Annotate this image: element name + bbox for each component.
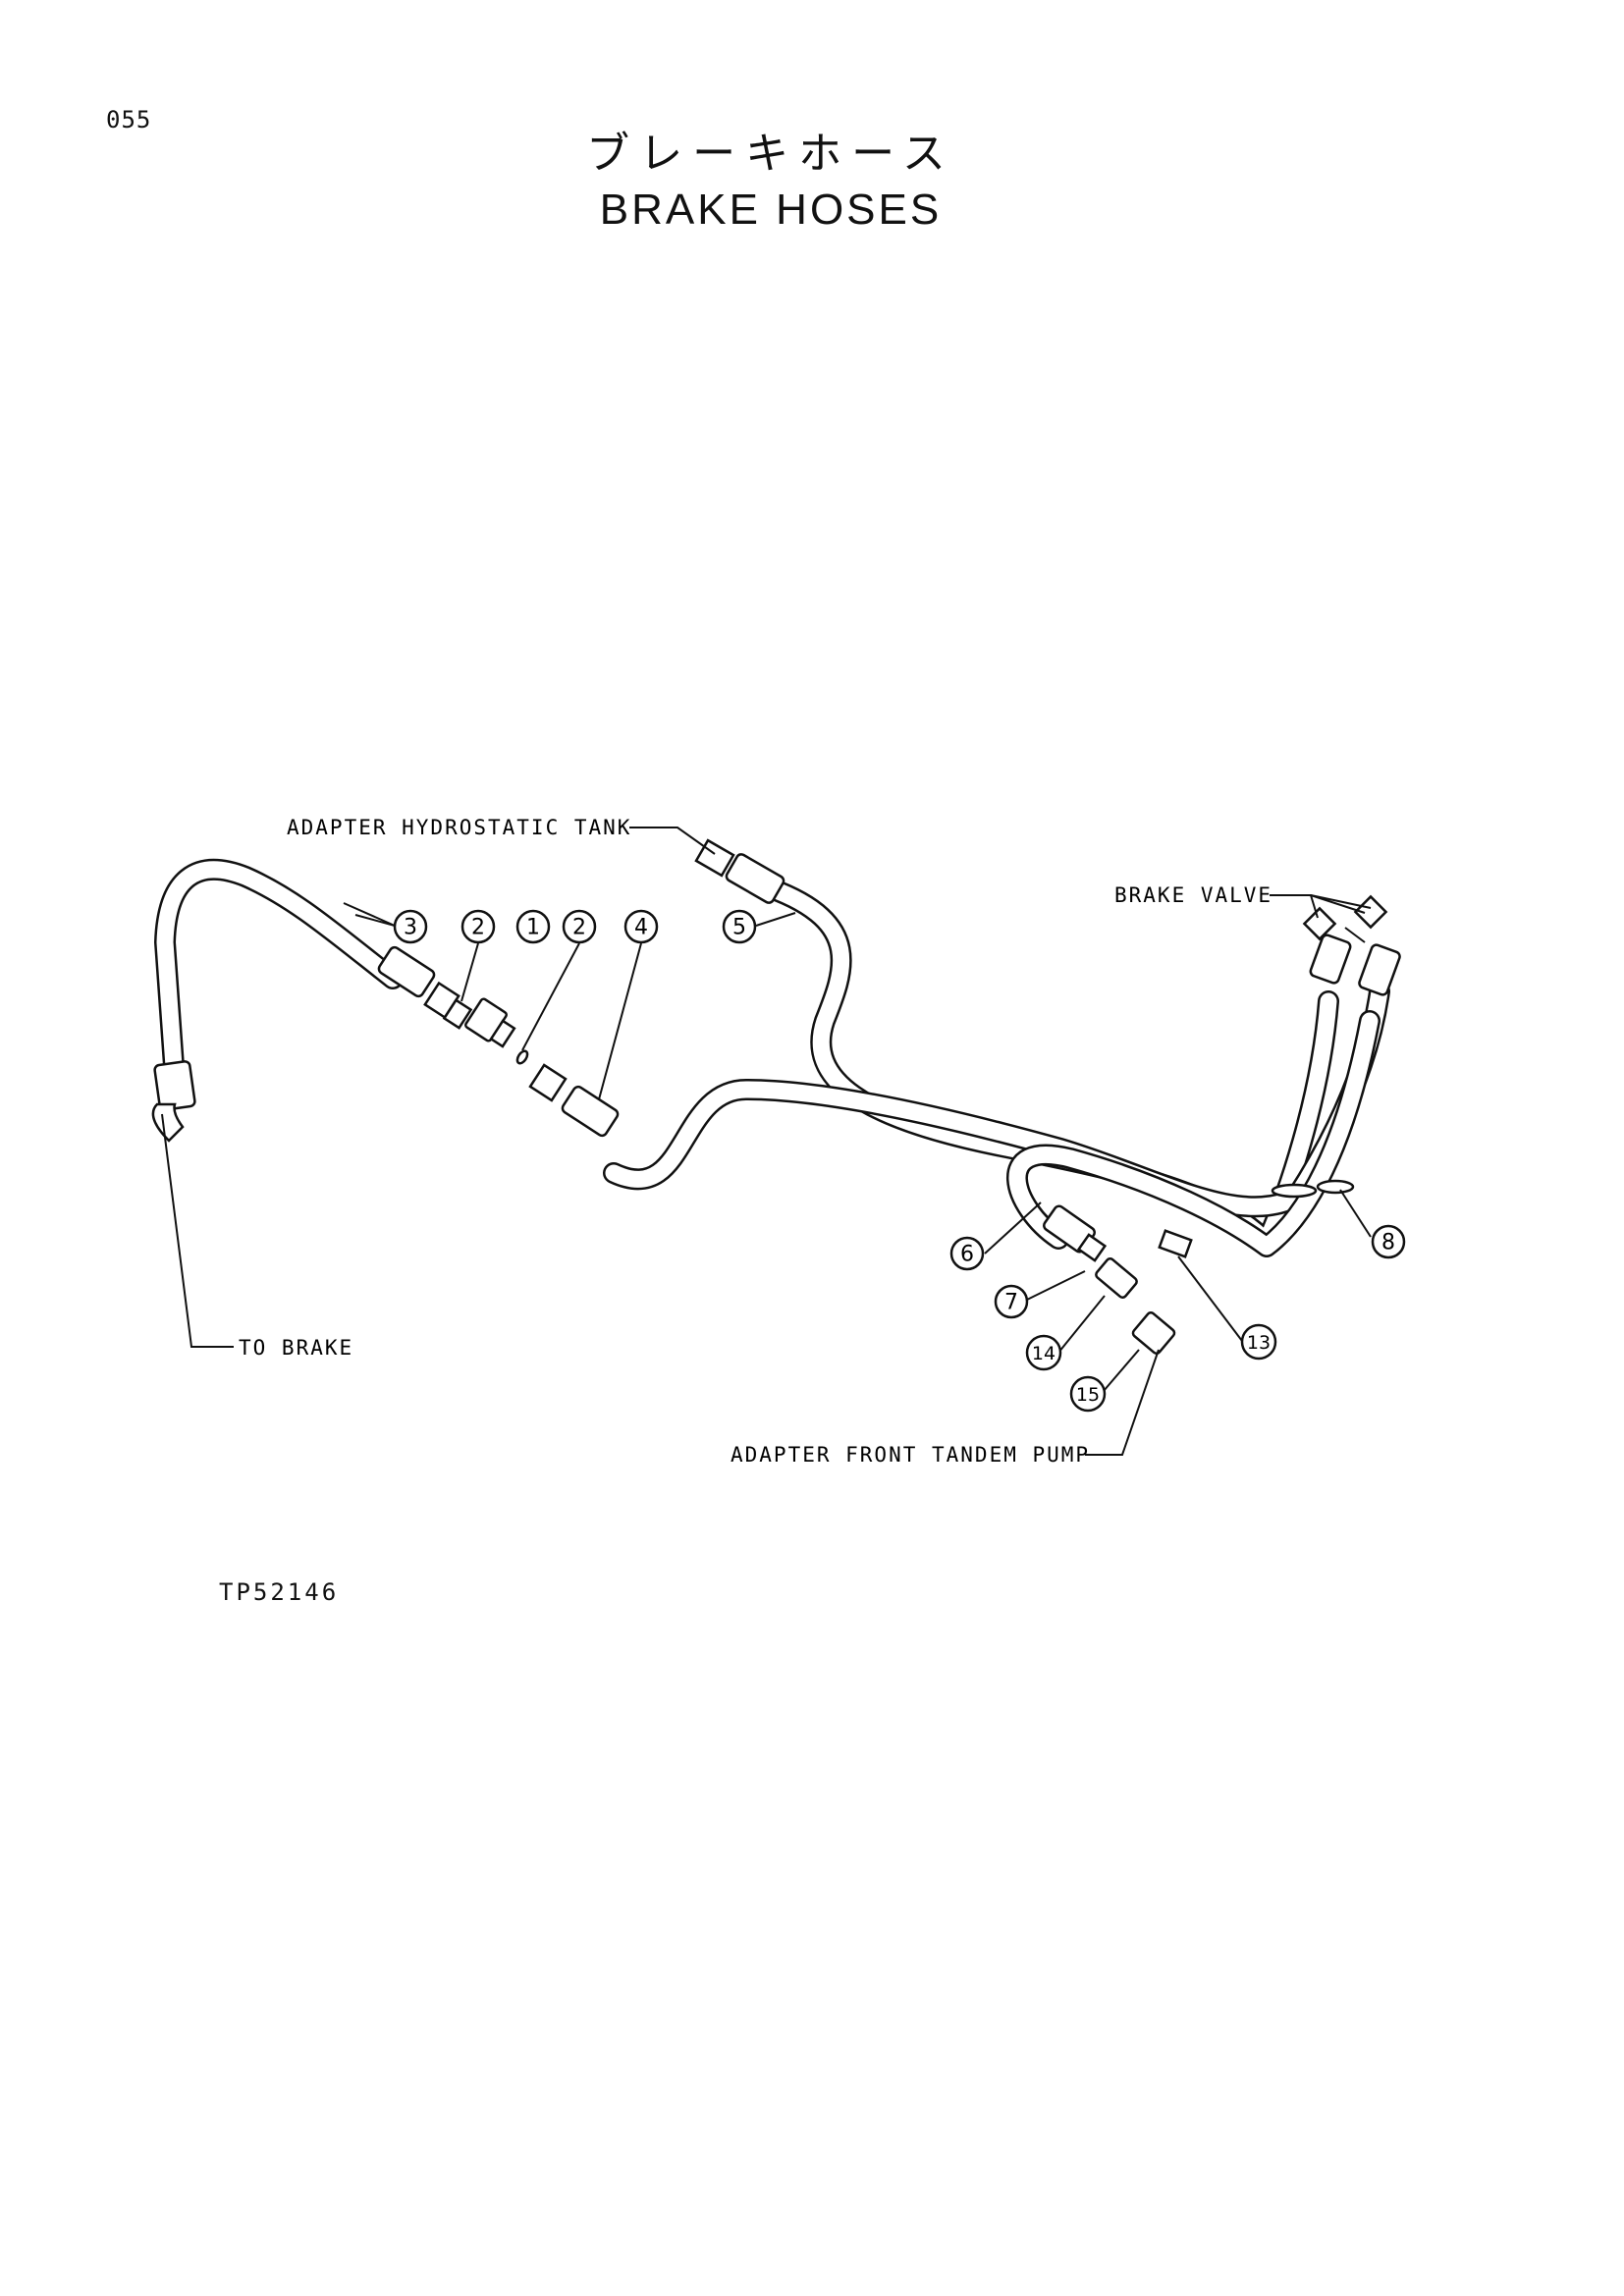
svg-text:3: 3 — [404, 916, 417, 940]
leader-lines — [161, 827, 1372, 1456]
o-ring-2-right — [515, 1049, 529, 1065]
title-japanese: ブレーキホース — [586, 129, 955, 179]
svg-text:1: 1 — [526, 916, 540, 940]
fitting-13 — [1158, 1229, 1193, 1258]
callout-14: 14 — [1025, 1334, 1062, 1371]
adapter-14 — [1095, 1256, 1138, 1300]
svg-text:8: 8 — [1381, 1231, 1395, 1255]
adapter-1 — [464, 997, 516, 1048]
callout-13: 13 — [1240, 1323, 1277, 1361]
callout-7: 7 — [994, 1284, 1029, 1319]
label-to-brake: TO BRAKE — [239, 1336, 353, 1360]
hose-5 — [760, 878, 1339, 1253]
callout-4: 4 — [623, 909, 659, 944]
svg-text:5: 5 — [732, 916, 746, 940]
callout-3: 3 — [393, 909, 428, 944]
adapter-15 — [1131, 1310, 1176, 1356]
callout-5: 5 — [722, 909, 757, 944]
page-title: ブレーキホース BRAKE HOSES — [0, 126, 1542, 238]
hose-3 — [154, 858, 404, 1091]
svg-text:2: 2 — [471, 916, 485, 940]
hose-6 — [1006, 1010, 1380, 1257]
callout-6: 6 — [949, 1236, 985, 1271]
label-brake-valve: BRAKE VALVE — [1114, 883, 1272, 907]
drawing-code: TP52146 — [219, 1578, 340, 1606]
svg-text:13: 13 — [1247, 1332, 1271, 1354]
svg-text:4: 4 — [634, 916, 648, 940]
page-number: 055 — [106, 106, 152, 133]
hose-3-fittings — [151, 945, 460, 1143]
svg-text:15: 15 — [1076, 1384, 1100, 1406]
callout-2-left: 2 — [460, 909, 496, 944]
callout-15: 15 — [1069, 1375, 1107, 1413]
svg-text:7: 7 — [1004, 1291, 1018, 1315]
callout-1: 1 — [515, 909, 551, 944]
svg-text:2: 2 — [572, 916, 586, 940]
hose-5-fittings — [694, 838, 785, 904]
callout-2-right: 2 — [562, 909, 597, 944]
clamp-8 — [1271, 1179, 1355, 1199]
callout-8: 8 — [1371, 1224, 1406, 1259]
fitting-2-left — [442, 998, 473, 1030]
hose-6-fittings — [1043, 1204, 1108, 1262]
label-adapter-front-tandem-pump: ADAPTER FRONT TANDEM PUMP — [731, 1443, 1090, 1467]
svg-text:14: 14 — [1032, 1343, 1056, 1364]
hose-4 — [603, 981, 1390, 1218]
title-english: BRAKE HOSES — [599, 186, 943, 234]
svg-text:6: 6 — [960, 1243, 974, 1267]
label-adapter-hydrostatic-tank: ADAPTER HYDROSTATIC TANK — [287, 816, 631, 839]
brake-valve-fittings — [1302, 894, 1401, 996]
